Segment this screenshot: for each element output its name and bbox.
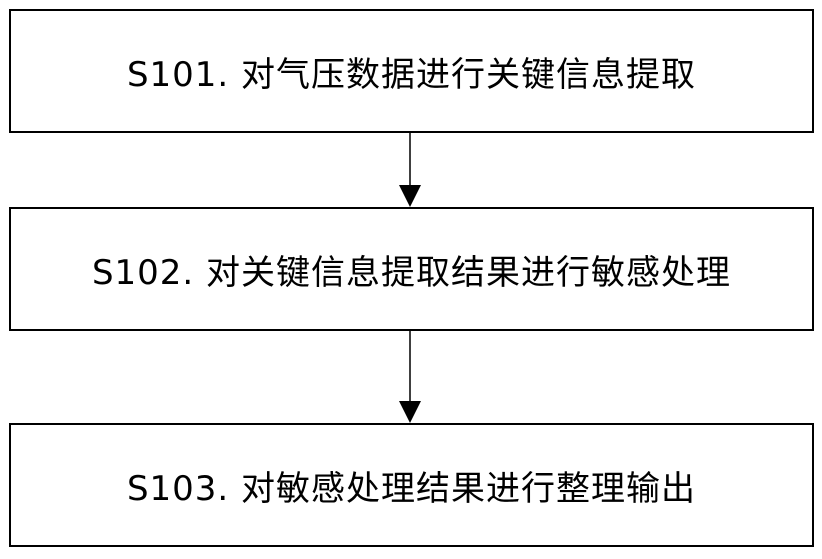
step-box-s102: S102. 对关键信息提取结果进行敏感处理 [9,207,814,331]
step-box-s103: S103. 对敏感处理结果进行整理输出 [9,423,814,547]
step-label-s102: S102. 对关键信息提取结果进行敏感处理 [91,252,732,293]
arrow-head [399,401,421,423]
step-box-s101: S101. 对气压数据进行关键信息提取 [9,9,814,133]
step-label-s101: S101. 对气压数据进行关键信息提取 [126,54,697,95]
arrow-head [399,185,421,207]
step-label-s103: S103. 对敏感处理结果进行整理输出 [126,468,697,509]
arrow-s102-to-s103 [399,331,421,423]
arrow-s101-to-s102 [399,133,421,207]
